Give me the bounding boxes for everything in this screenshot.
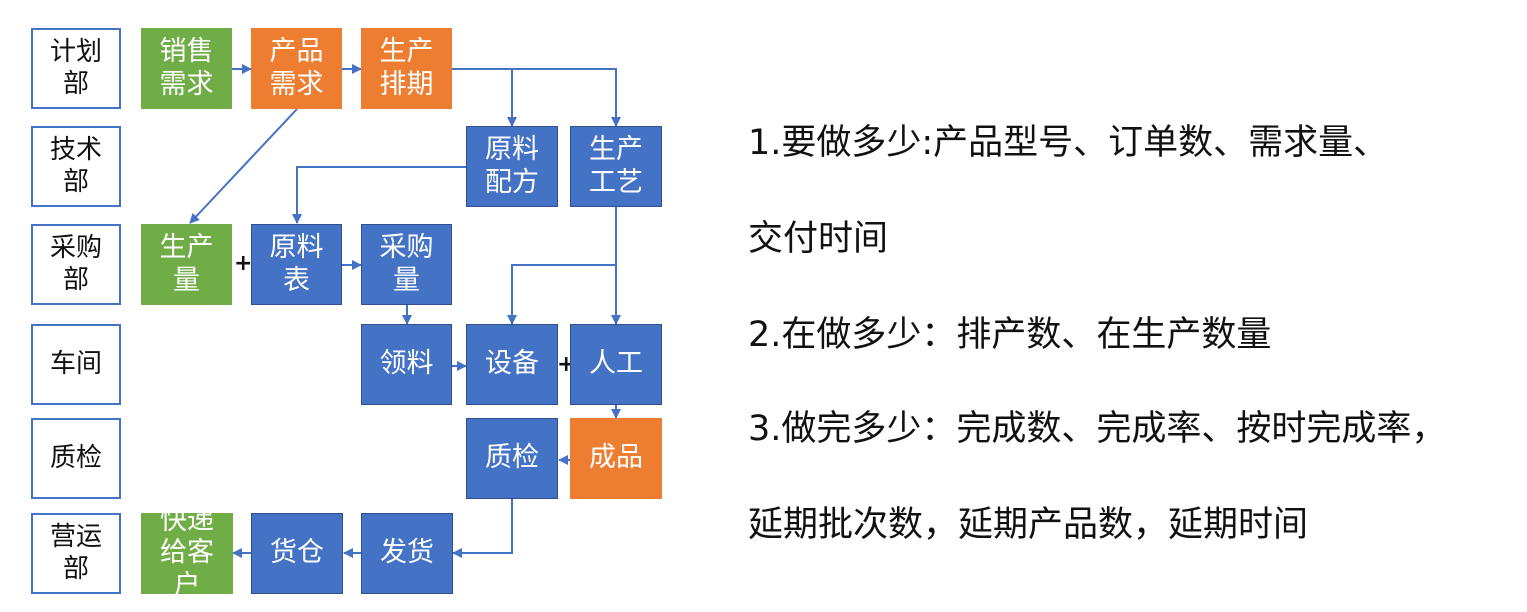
- node-quality-check: 质检: [466, 418, 558, 499]
- node-warehouse: 货仓: [251, 513, 343, 594]
- note-line-2: 交付时间: [748, 219, 889, 259]
- dept-plan: 计划部: [31, 28, 121, 109]
- node-purchase-qty: 采购量: [361, 224, 452, 305]
- node-material-pick: 领料: [361, 324, 452, 405]
- node-sales-demand: 销售需求: [141, 28, 232, 109]
- node-equipment: 设备: [466, 324, 558, 405]
- arrow-schedule-to-formula: [452, 68, 517, 127]
- node-finished-goods: 成品: [570, 418, 662, 499]
- node-production-qty: 生产量: [141, 224, 232, 305]
- arrow-process-to-equipment: [507, 264, 616, 325]
- node-production-process: 生产工艺: [570, 126, 662, 207]
- dept-purchase: 采购部: [31, 224, 121, 305]
- dept-workshop: 车间: [31, 324, 121, 405]
- node-product-demand: 产品需求: [251, 28, 342, 109]
- dept-qc: 质检: [31, 418, 121, 499]
- arrow-product-to-production-qty: [189, 108, 298, 224]
- dept-ops: 营运部: [31, 513, 121, 594]
- node-production-schedule: 生产排期: [361, 28, 452, 109]
- note-line-1: 1.要做多少:产品型号、订单数、需求量、: [748, 123, 1389, 163]
- arrow-qc-to-shipping: [452, 498, 513, 558]
- node-labor: 人工: [570, 324, 662, 405]
- note-line-4: 3.做完多少：完成数、完成率、按时完成率，: [748, 409, 1447, 449]
- plus-sign-1: +: [234, 251, 253, 276]
- note-line-3: 2.在做多少：排产数、在生产数量: [748, 315, 1272, 355]
- note-line-5: 延期批次数，延期产品数，延期时间: [748, 505, 1309, 545]
- node-raw-formula: 原料配方: [466, 126, 558, 207]
- node-shipping: 发货: [361, 513, 453, 594]
- node-express-delivery: 快递给客户: [141, 513, 233, 594]
- dept-tech: 技术部: [31, 126, 121, 207]
- arrow-schedule-to-process: [512, 68, 621, 127]
- node-raw-list: 原料表: [251, 224, 342, 305]
- flow-arrows: [189, 64, 621, 558]
- arrow-formula-to-rawlist: [292, 166, 466, 224]
